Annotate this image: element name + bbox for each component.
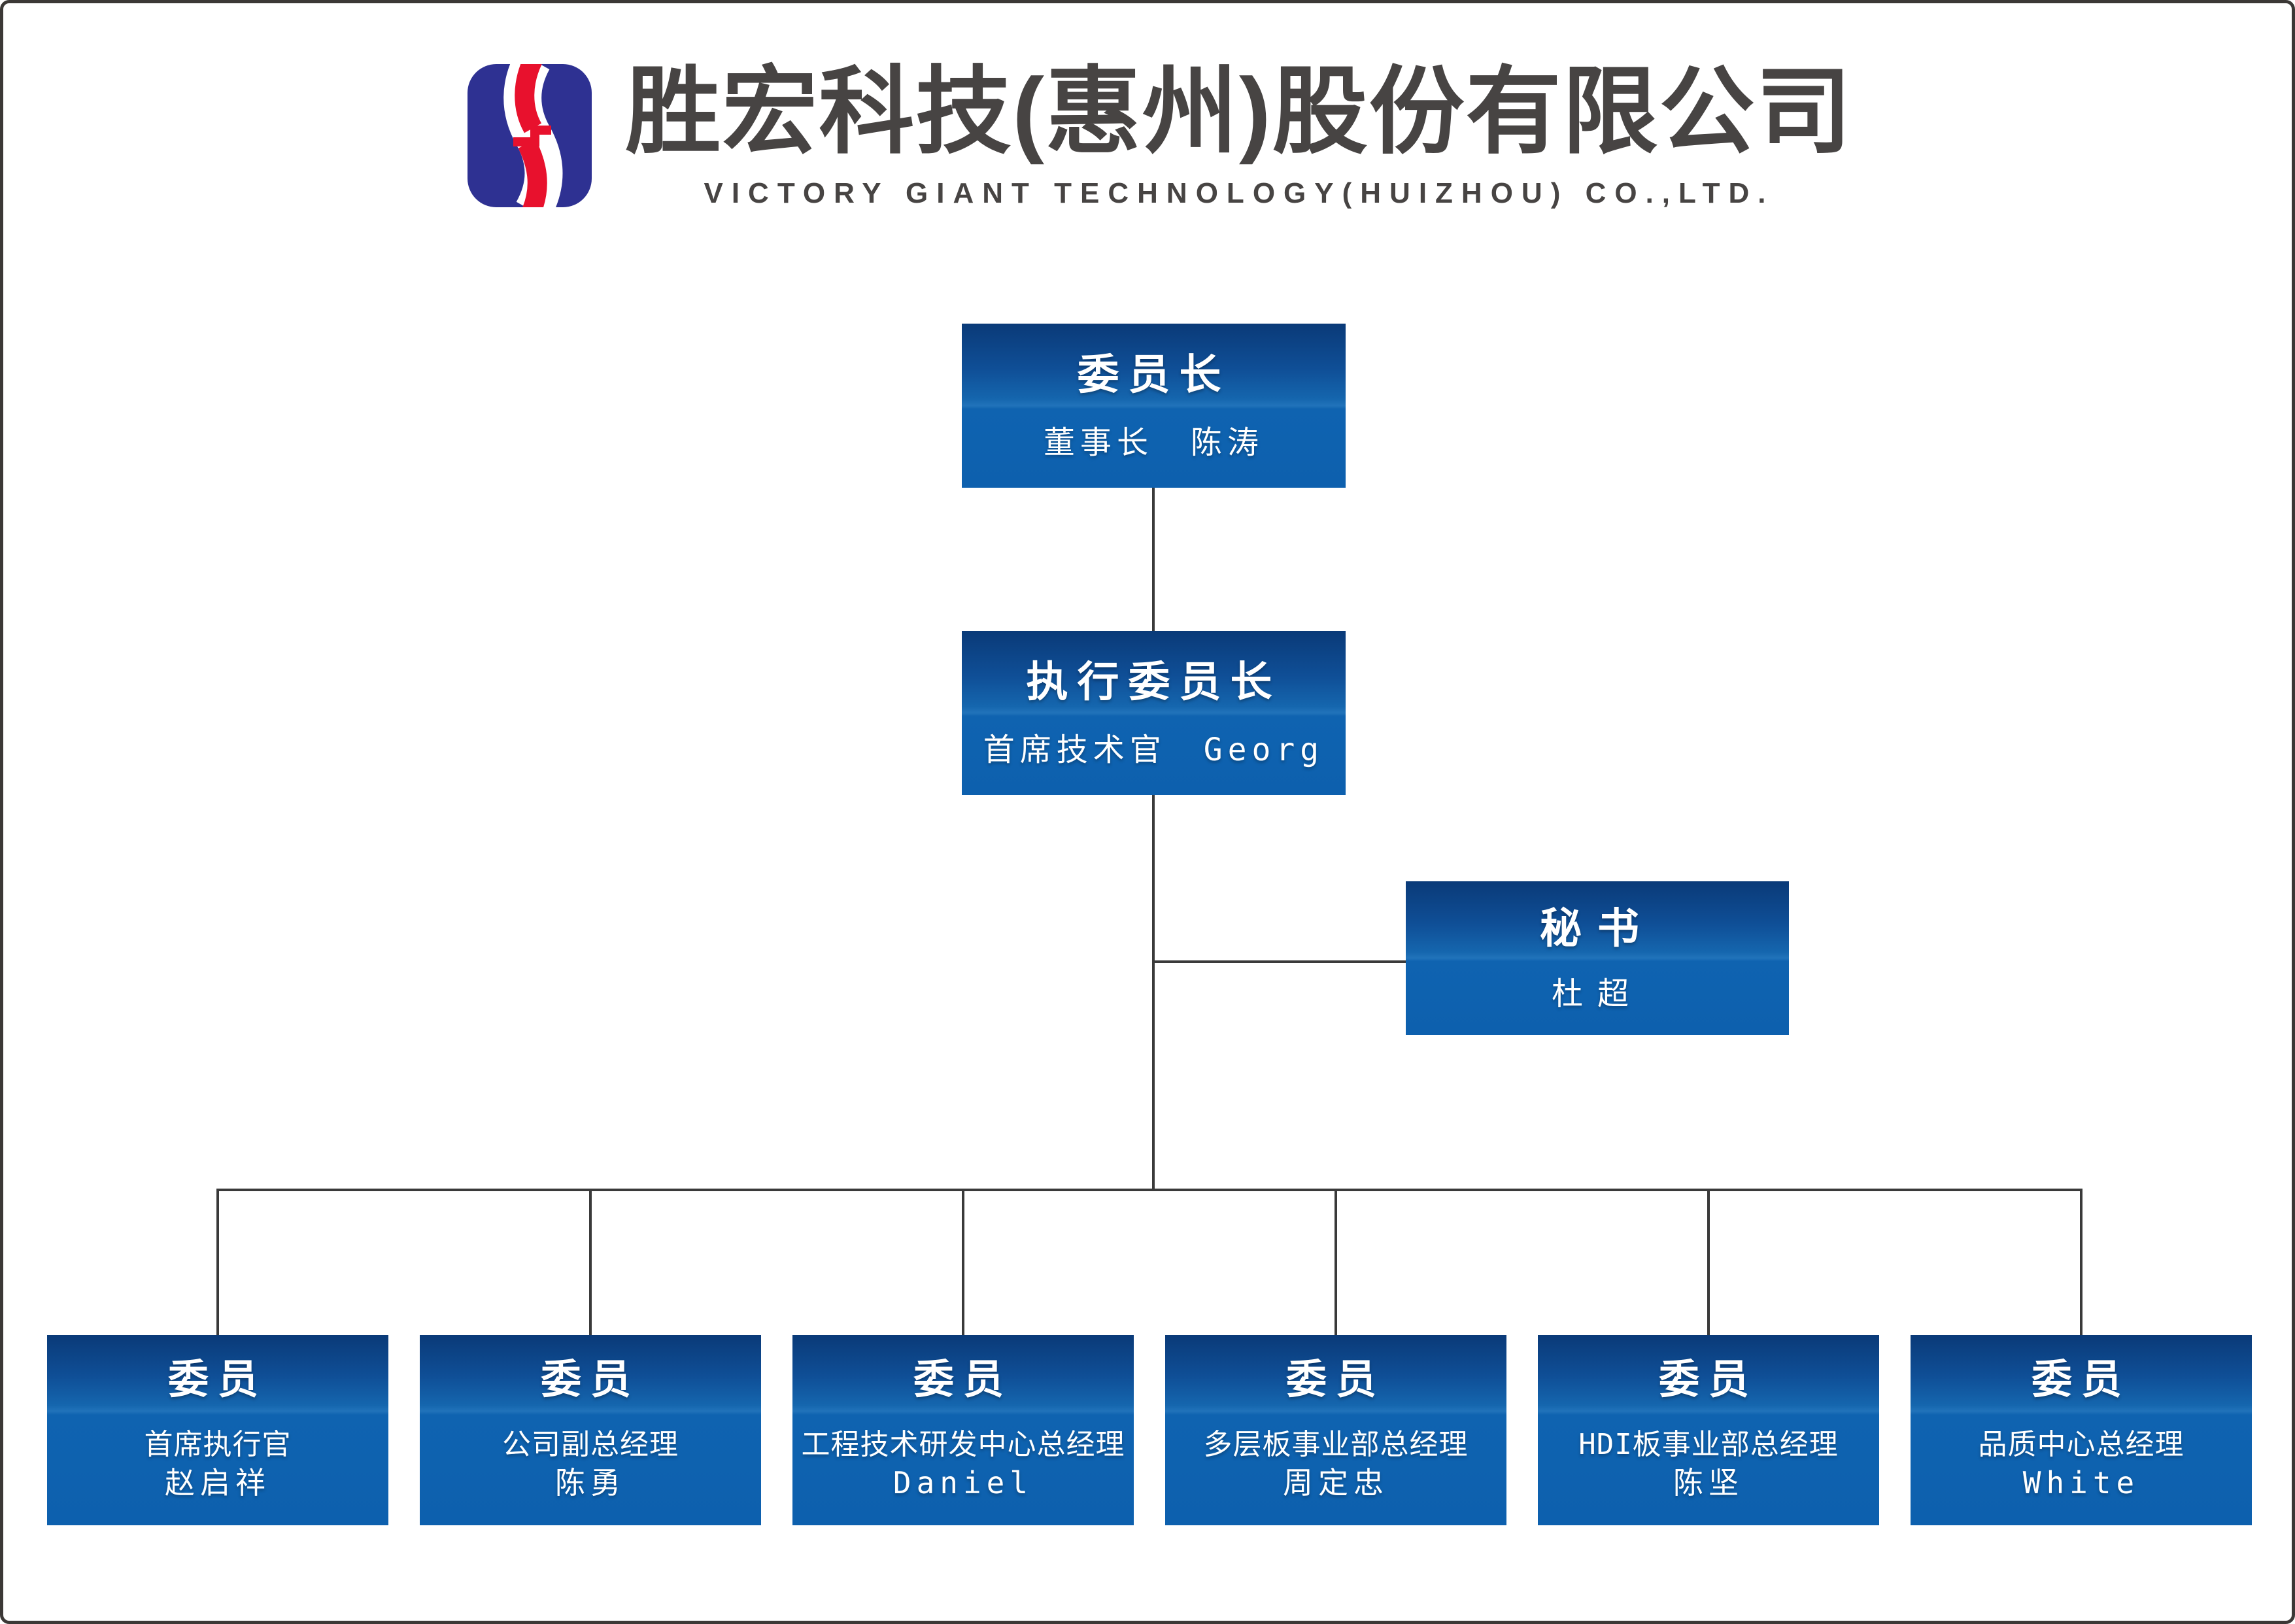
- connector-drop-1: [216, 1190, 219, 1335]
- node-title: 委员: [540, 1357, 640, 1402]
- node-title: 委员: [913, 1357, 1013, 1402]
- member-person: 陈坚: [1673, 1465, 1744, 1500]
- connector-bus: [216, 1189, 2082, 1191]
- member-role: 品质中心总经理: [1978, 1428, 2184, 1461]
- connector-drop-4: [1334, 1190, 1337, 1335]
- node-subtitle: 董事长 陈涛: [1044, 424, 1264, 461]
- member-role: 多层板事业部总经理: [1203, 1428, 1469, 1461]
- member-person: 赵启祥: [165, 1465, 271, 1500]
- org-node-member-5: 委员 HDI板事业部总经理 陈坚: [1538, 1335, 1879, 1525]
- connector-drop-5: [1707, 1190, 1710, 1335]
- org-node-member-2: 委员 公司副总经理 陈勇: [420, 1335, 761, 1525]
- org-node-chairman: 委员长 董事长 陈涛: [962, 324, 1346, 488]
- node-title: 执行委员长: [1026, 658, 1282, 705]
- member-role: 首席执行官: [144, 1428, 292, 1461]
- node-title: 委员: [167, 1357, 267, 1402]
- member-role: 公司副总经理: [502, 1428, 679, 1461]
- connector-chairman-exec: [1152, 488, 1155, 632]
- member-role: 工程技术研发中心总经理: [801, 1428, 1125, 1461]
- member-person: 周定忠: [1283, 1465, 1389, 1500]
- member-person: 陈勇: [555, 1465, 626, 1500]
- member-role: HDI板事业部总经理: [1578, 1428, 1839, 1461]
- node-title: 委员: [1658, 1357, 1758, 1402]
- org-node-executive-chairman: 执行委员长 首席技术官 Georg: [962, 631, 1346, 795]
- connector-trunk: [1152, 795, 1155, 1191]
- org-node-member-4: 委员 多层板事业部总经理 周定忠: [1165, 1335, 1506, 1525]
- company-name-zh: 胜宏科技(惠州)股份有限公司: [625, 58, 1853, 165]
- node-subtitle: 杜超: [1551, 975, 1643, 1012]
- node-subtitle: 首席技术官 Georg: [983, 732, 1325, 768]
- node-title: 委员: [2031, 1357, 2131, 1402]
- node-title: 委员长: [1077, 351, 1231, 398]
- org-node-secretary: 秘书 杜超: [1406, 881, 1789, 1035]
- org-node-member-6: 委员 品质中心总经理 White: [1911, 1335, 2252, 1525]
- connector-secretary: [1153, 960, 1406, 963]
- connector-drop-6: [2080, 1190, 2082, 1335]
- org-node-member-1: 委员 首席执行官 赵启祥: [47, 1335, 388, 1525]
- member-person: White: [2022, 1465, 2140, 1500]
- member-person: Daniel: [892, 1465, 1034, 1500]
- node-title: 委员: [1285, 1357, 1386, 1402]
- node-title: 秘书: [1540, 905, 1655, 952]
- connector-drop-2: [589, 1190, 592, 1335]
- org-node-member-3: 委员 工程技术研发中心总经理 Daniel: [792, 1335, 1134, 1525]
- connector-drop-3: [962, 1190, 964, 1335]
- company-name-en: VICTORY GIANT TECHNOLOGY(HUIZHOU) CO.,LT…: [704, 177, 1775, 209]
- company-logo-icon: [468, 64, 592, 207]
